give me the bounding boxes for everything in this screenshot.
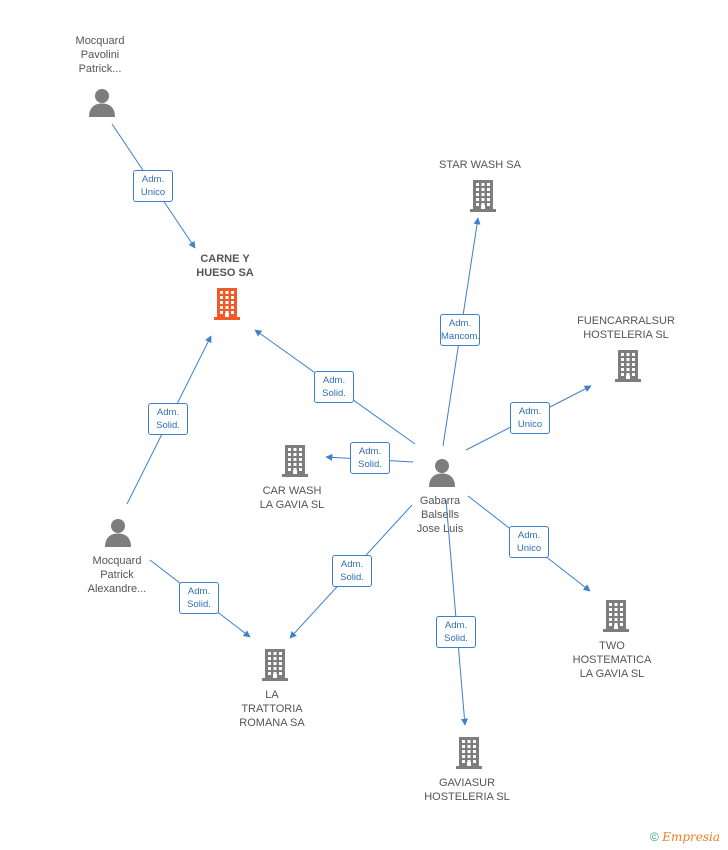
- edge-gabarra-to-gaviasur: [445, 499, 468, 726]
- node-label[interactable]: TWO HOSTEMATICA LA GAVIA SL: [572, 640, 652, 680]
- person-icon[interactable]: [103, 517, 133, 552]
- footer-brand: © Empresia: [650, 830, 720, 844]
- node-label[interactable]: CAR WASH LA GAVIA SL: [259, 485, 325, 511]
- person-icon[interactable]: [87, 87, 117, 122]
- role-badge-mocquard_pavolini-to-carne_y_hueso[interactable]: Adm. Unico: [133, 170, 173, 202]
- copyright-symbol: ©: [650, 830, 659, 844]
- person-icon[interactable]: [427, 457, 457, 492]
- role-badge-gabarra-to-gaviasur[interactable]: Adm. Solid.: [436, 616, 476, 648]
- node-label[interactable]: STAR WASH SA: [439, 159, 521, 171]
- role-badge-gabarra-to-car_wash[interactable]: Adm. Solid.: [350, 442, 390, 474]
- building-icon[interactable]: [213, 286, 241, 325]
- building-icon[interactable]: [602, 598, 630, 637]
- building-icon[interactable]: [281, 443, 309, 482]
- building-icon[interactable]: [455, 735, 483, 774]
- node-label[interactable]: Gabarra Balsells Jose Luis: [416, 495, 464, 535]
- building-icon[interactable]: [261, 647, 289, 686]
- role-badge-gabarra-to-carne_y_hueso[interactable]: Adm. Solid.: [314, 371, 354, 403]
- role-badge-gabarra-to-fuencarralsur[interactable]: Adm. Unico: [510, 402, 550, 434]
- role-badge-gabarra-to-two_hostematica[interactable]: Adm. Unico: [509, 526, 549, 558]
- role-badge-gabarra-to-star_wash[interactable]: Adm. Mancom.: [440, 314, 480, 346]
- node-label[interactable]: CARNE Y HUESO SA: [196, 253, 254, 279]
- role-badge-mocquard_alexandre-to-la_trattoria[interactable]: Adm. Solid.: [179, 582, 219, 614]
- node-label[interactable]: Mocquard Pavolini Patrick...: [75, 35, 125, 75]
- building-icon[interactable]: [614, 348, 642, 387]
- building-icon[interactable]: [469, 178, 497, 217]
- node-label[interactable]: FUENCARRALSUR HOSTELERIA SL: [577, 315, 675, 341]
- node-label[interactable]: GAVIASUR HOSTELERIA SL: [424, 777, 510, 803]
- role-badge-gabarra-to-la_trattoria[interactable]: Adm. Solid.: [332, 555, 372, 587]
- node-label[interactable]: LA TRATTORIA ROMANA SA: [239, 689, 305, 729]
- brand-name[interactable]: Empresia: [662, 830, 720, 844]
- node-label[interactable]: Mocquard Patrick Alexandre...: [87, 555, 147, 595]
- role-badge-mocquard_alexandre-to-carne_y_hueso[interactable]: Adm. Solid.: [148, 403, 188, 435]
